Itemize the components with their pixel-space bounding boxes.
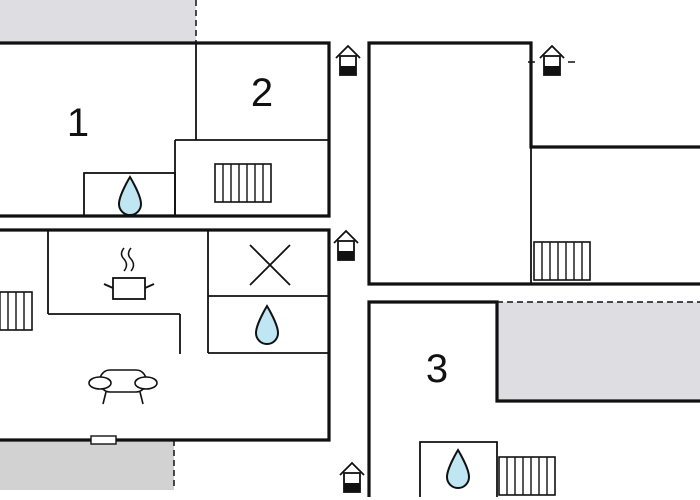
window-marker — [90, 435, 117, 445]
water-drop-icon — [446, 449, 470, 489]
unit-top-left — [0, 41, 331, 218]
balcony-area — [0, 440, 174, 490]
shaded-area-top-left — [0, 0, 196, 42]
radiator-icon — [498, 456, 556, 496]
armchair-icon — [88, 369, 158, 405]
room-label-1: 1 — [67, 101, 89, 145]
room-label-2: 2 — [251, 71, 273, 115]
entrance-icon[interactable] — [339, 462, 365, 493]
room-label-3: 3 — [426, 347, 448, 391]
entrance-icon[interactable] — [539, 45, 565, 76]
radiator-icon — [0, 291, 33, 331]
closed-cross-icon — [249, 244, 291, 286]
radiator-icon — [214, 163, 272, 203]
unit-bottom-right — [367, 300, 700, 497]
water-drop-icon — [255, 305, 279, 345]
unit-top-right — [367, 41, 700, 286]
entrance-icon[interactable] — [333, 230, 359, 261]
unit-middle-left — [0, 228, 331, 442]
water-drop-icon — [118, 176, 142, 216]
shaded-area-right — [497, 302, 700, 401]
stove-pot-icon — [103, 247, 155, 300]
radiator-icon — [533, 241, 591, 281]
entrance-icon[interactable] — [335, 45, 361, 76]
